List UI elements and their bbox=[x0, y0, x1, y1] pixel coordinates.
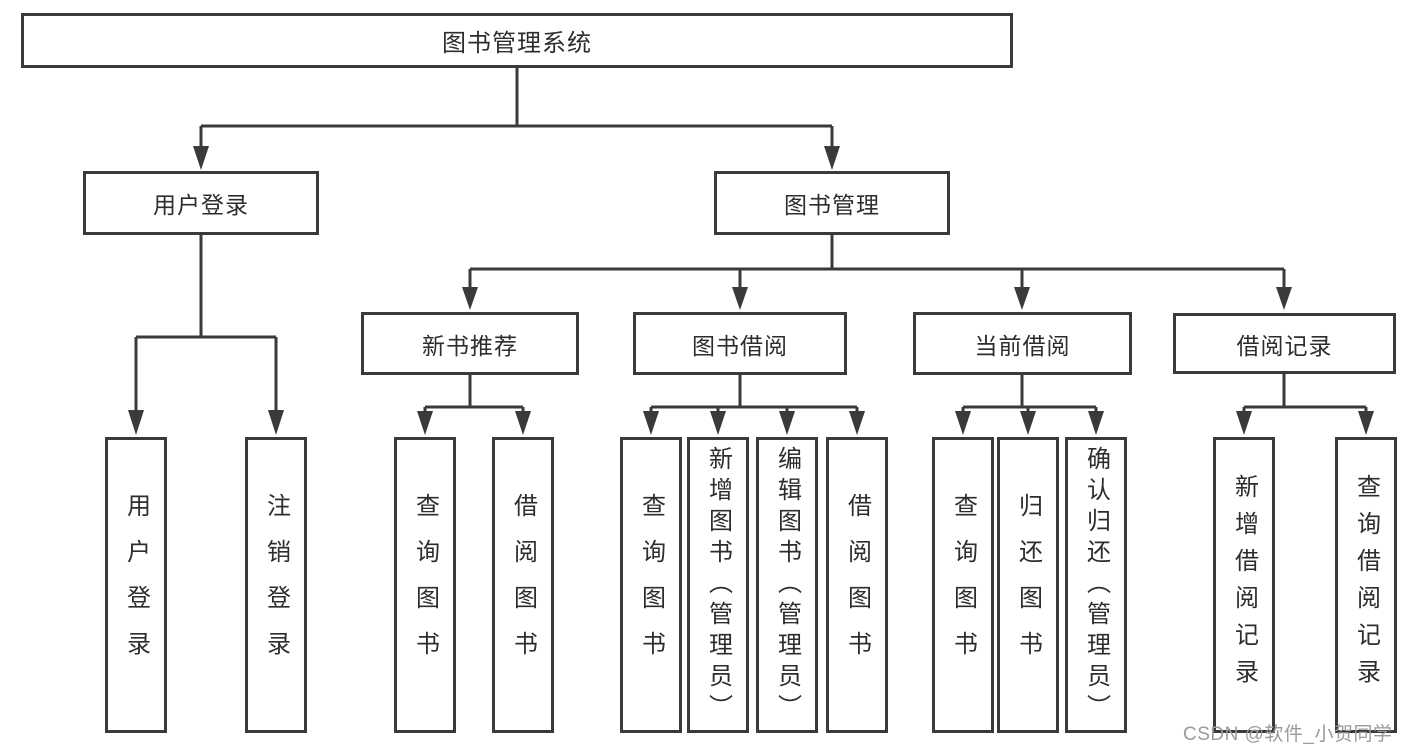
node-new-book-recommend: 新书推荐 bbox=[361, 312, 579, 375]
leaf-current-query-books: 查询图书 bbox=[932, 437, 994, 733]
leaf-add-books-admin: 新增图书（管理员） bbox=[687, 437, 749, 733]
leaf-logout: 注销登录 bbox=[245, 437, 307, 733]
node-current-borrow: 当前借阅 bbox=[913, 312, 1132, 375]
leaf-borrow-query-books: 查询图书 bbox=[620, 437, 682, 733]
node-book-management: 图书管理 bbox=[714, 171, 950, 235]
node-library-management-system: 图书管理系统 bbox=[21, 13, 1013, 68]
arrowheads bbox=[128, 146, 1374, 435]
node-book-borrow: 图书借阅 bbox=[633, 312, 847, 375]
leaf-recommend-borrow-books: 借阅图书 bbox=[492, 437, 554, 733]
leaf-add-borrow-record: 新增借阅记录 bbox=[1213, 437, 1275, 733]
leaf-recommend-query-books: 查询图书 bbox=[394, 437, 456, 733]
leaf-borrow-books: 借阅图书 bbox=[826, 437, 888, 733]
node-user-login: 用户登录 bbox=[83, 171, 319, 235]
leaf-return-books: 归还图书 bbox=[997, 437, 1059, 733]
node-borrow-record: 借阅记录 bbox=[1173, 313, 1396, 374]
leaf-edit-books-admin: 编辑图书（管理员） bbox=[756, 437, 818, 733]
leaf-query-borrow-record: 查询借阅记录 bbox=[1335, 437, 1397, 733]
leaf-user-login: 用户登录 bbox=[105, 437, 167, 733]
csdn-watermark: CSDN @软件_小贺同学 bbox=[1183, 724, 1393, 745]
leaf-confirm-return-admin: 确认归还（管理员） bbox=[1065, 437, 1127, 733]
